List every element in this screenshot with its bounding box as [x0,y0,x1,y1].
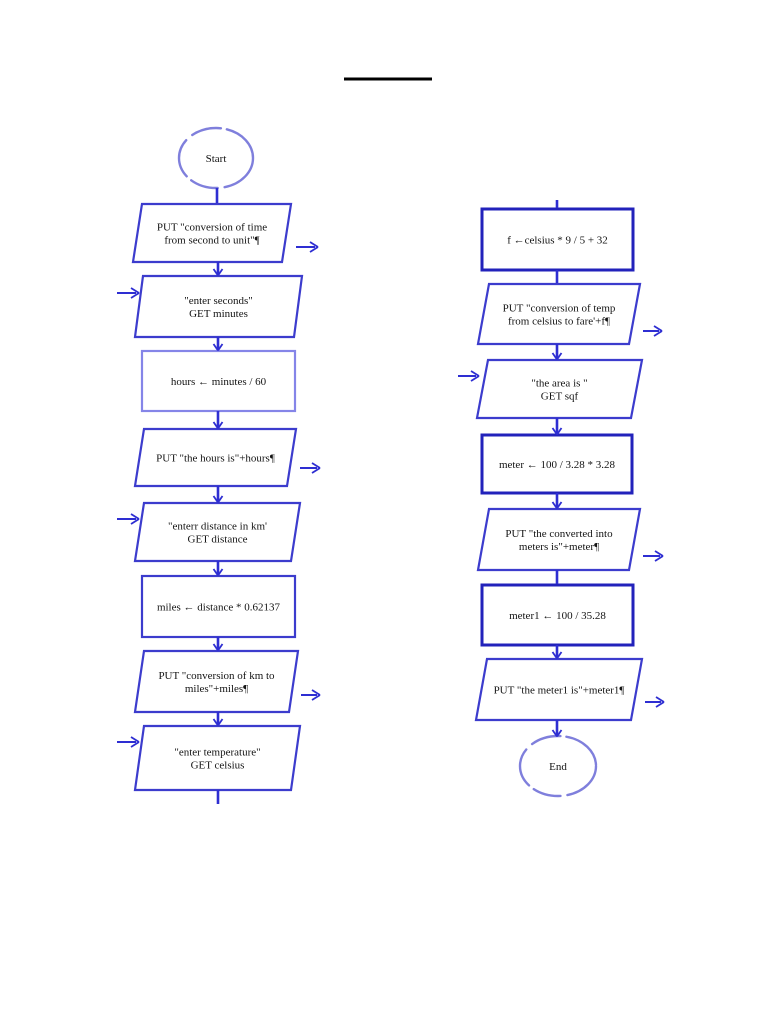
arrowhead-down-icon [551,501,558,510]
arrowhead-down-icon [551,651,558,660]
io-shape [133,724,302,792]
flow-connector [551,418,563,436]
flow-arrow-out-put-the-hours [300,462,321,474]
io-shape [133,274,304,339]
arrowhead-down-icon [212,568,219,577]
flow-node-label: PUT "the meter1 is"+meter1¶ [494,685,625,697]
arrowhead-down-icon [212,718,219,727]
arrowhead-right-icon [470,370,480,377]
io-shape [133,427,298,488]
arrowhead-down-icon [551,427,558,436]
flow-connector [212,337,224,352]
arrowhead-down-icon [212,495,219,504]
arrowhead-right-icon [311,462,321,469]
process-shape [480,433,634,495]
flow-node-get-distance: "enterr distance in km'GET distance [133,501,302,563]
arrowhead-right-icon [655,696,665,703]
flow-node-label: End [549,761,567,773]
flow-connector [212,486,224,504]
flow-arrow-out-put-conversion-of-time [296,241,319,253]
arrowhead-down-icon [212,268,219,277]
flow-node-label: meter1 ← 100 / 35.28 [509,610,606,622]
arrowhead-right-icon [130,287,140,294]
flow-node-label: "enter seconds"GET minutes [184,295,253,320]
arrowhead-down-icon [212,421,219,430]
flow-node-label: f ←celsius * 9 / 5 + 32 [507,235,608,247]
io-shape [474,657,644,722]
flow-connector [551,645,563,660]
io-shape [476,282,642,346]
arrowhead-right-icon [130,513,140,520]
process-shape [480,207,635,272]
arrowhead-down-icon [551,729,558,738]
flow-node-put-the-hours: PUT "the hours is"+hours¶ [133,427,298,488]
flow-node-label: Start [206,153,227,165]
flow-arrow-out-put-conversion-temp [643,325,663,337]
flow-connector [551,493,563,510]
flow-arrow-in-get-minutes [117,287,140,299]
flow-connector [212,561,224,577]
flow-node-label: meter ← 100 / 3.28 * 3.28 [499,459,616,471]
arrowhead-right-icon [309,241,319,248]
flow-node-miles-assignment: miles ← distance * 0.62137 [140,574,297,639]
process-shape [480,583,635,647]
flow-node-get-sqf: "the area is "GET sqf [475,358,644,420]
flow-connector [212,712,224,727]
flow-arrow-out-put-meter1 [645,696,665,708]
flow-node-label: miles ← distance * 0.62137 [157,602,281,614]
arrowhead-down-icon [551,352,558,361]
flow-arrow-in-get-sqf [458,370,480,382]
flow-connector [551,720,563,738]
flow-connector [212,411,224,430]
io-shape [476,507,642,572]
flow-arrow-in-get-distance [117,513,140,525]
flow-node-put-meter1: PUT "the meter1 is"+meter1¶ [474,657,644,722]
io-shape [131,202,293,264]
flow-connector [212,637,224,652]
io-shape [133,649,300,714]
arrowhead-right-icon [654,550,664,557]
flow-arrow-out-put-conversion-km [301,689,321,701]
arrowhead-right-icon [130,736,140,743]
arrowhead-down-icon [212,643,219,652]
flow-node-get-celsius: "enter temperature"GET celsius [133,724,302,792]
flow-node-get-minutes: "enter seconds"GET minutes [133,274,304,339]
io-shape [475,358,644,420]
arrowhead-right-icon [311,689,321,696]
flow-node-label: hours ← minutes / 60 [171,376,267,388]
flow-connector [212,262,224,277]
flow-node-hours-assignment: hours ← minutes / 60 [140,349,297,413]
arrowhead-down-icon [212,343,219,352]
io-shape [133,501,302,563]
flow-node-start-terminator: Start [177,126,255,190]
flow-node-meter-assignment: meter ← 100 / 3.28 * 3.28 [480,433,634,495]
flow-node-f-assignment: f ←celsius * 9 / 5 + 32 [480,207,635,272]
flow-arrow-out-put-converted-meters [643,550,664,562]
process-shape [140,574,297,639]
flow-node-label: PUT "the hours is"+hours¶ [156,453,275,465]
flow-node-label: "enter temperature"GET celsius [174,747,260,772]
flow-node-end-terminator: End [518,734,598,798]
flow-connector [551,344,563,361]
flow-arrow-in-get-celsius [117,736,140,748]
flow-node-label: "enterr distance in km'GET distance [168,521,267,546]
flow-node-meter1-assignment: meter1 ← 100 / 35.28 [480,583,635,647]
flow-node-label: "the area is "GET sqf [531,378,587,403]
arrowhead-right-icon [653,325,663,332]
